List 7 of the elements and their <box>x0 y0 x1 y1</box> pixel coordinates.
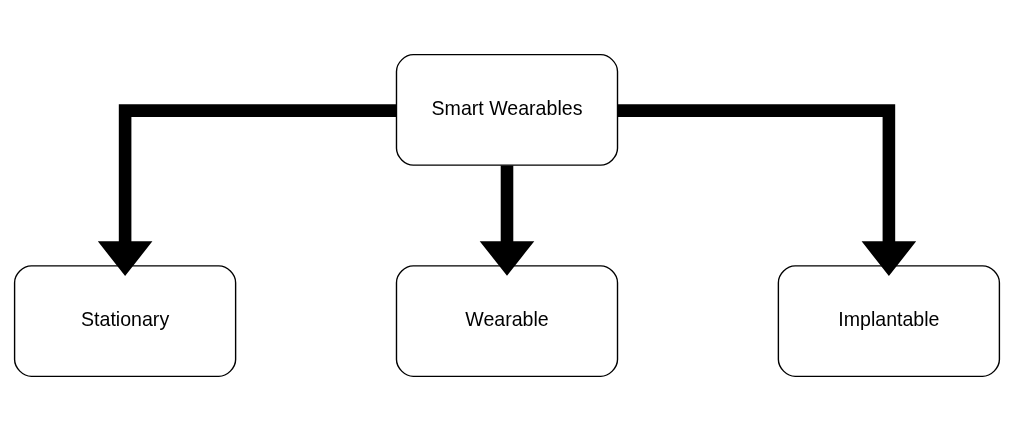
node-box: Wearable <box>395 264 618 377</box>
arrow <box>97 103 396 276</box>
arrow <box>479 164 534 276</box>
node-box: Implantable <box>777 264 1000 377</box>
arrow <box>617 103 916 276</box>
node-box: Stationary <box>13 264 236 377</box>
node-box: Smart Wearables <box>395 53 618 166</box>
